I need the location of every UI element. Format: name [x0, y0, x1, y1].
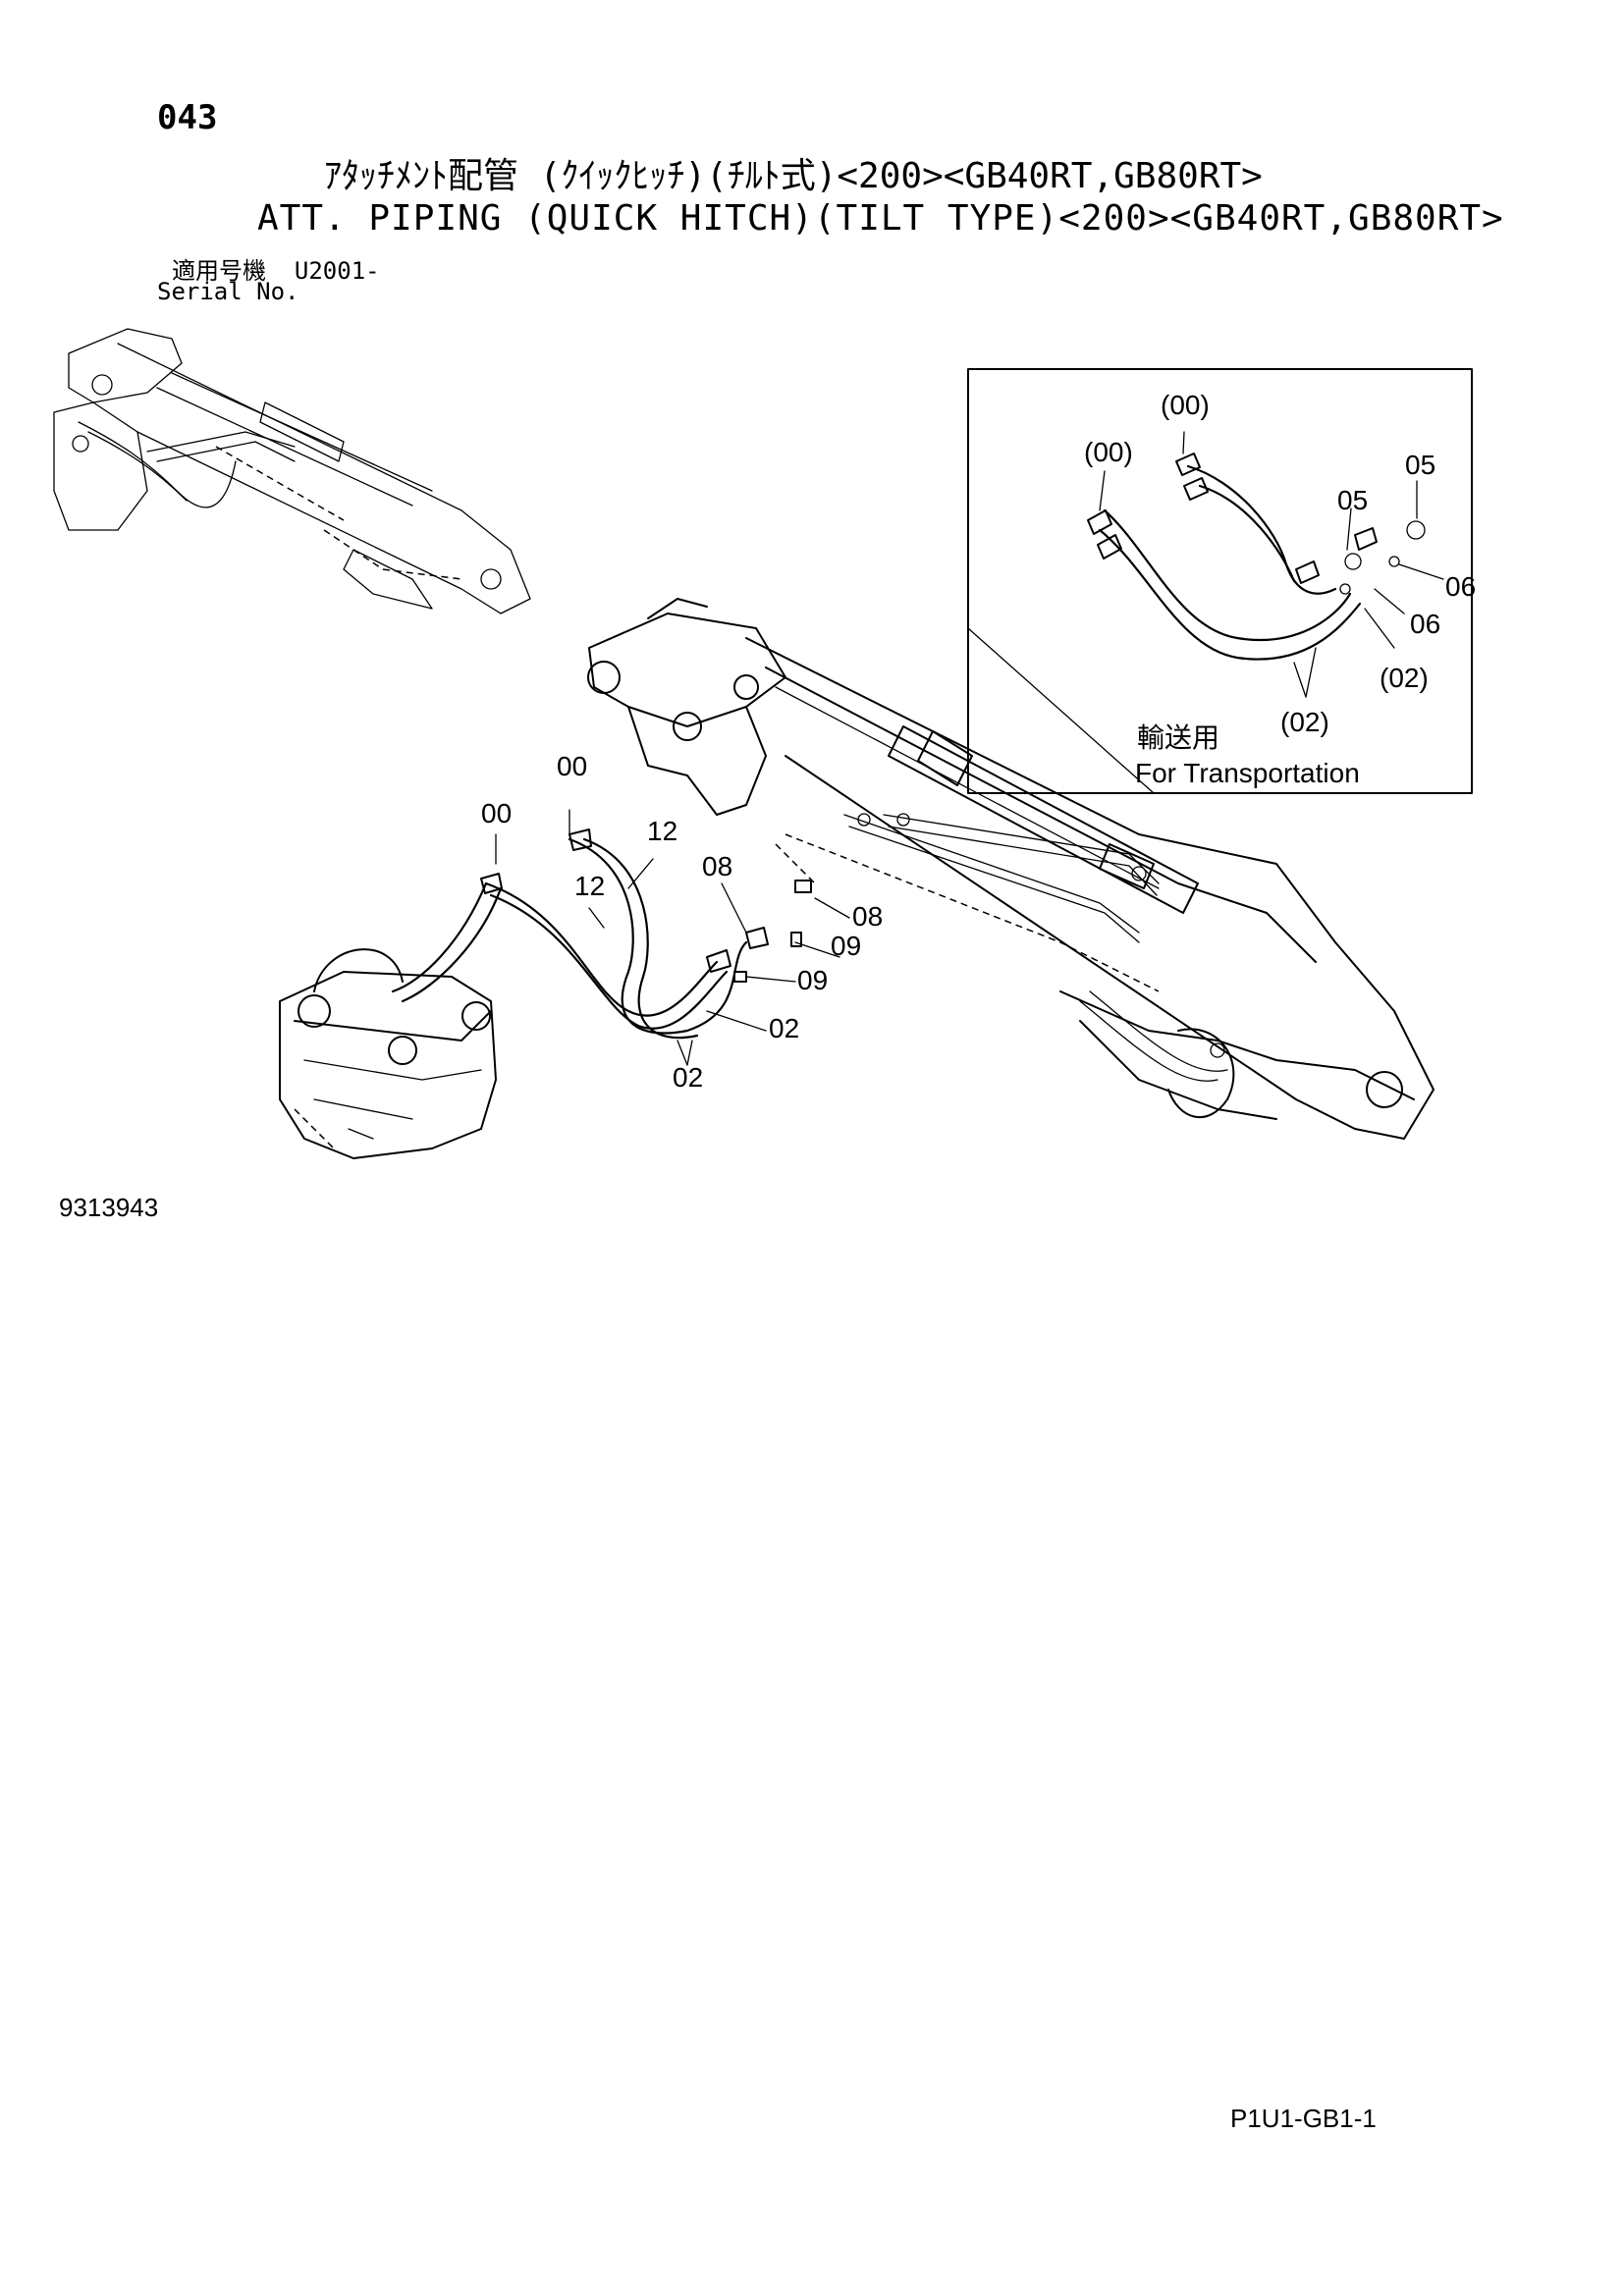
- part-label-00-b: 00: [557, 751, 587, 781]
- part-label-08-b: 08: [852, 901, 883, 932]
- page-number: 043: [157, 98, 218, 137]
- inset-label-00-a: (00): [1084, 437, 1133, 467]
- inset-label-06-a: 06: [1445, 571, 1476, 602]
- inset-label-00-b: (00): [1161, 390, 1210, 420]
- part-label-00-a: 00: [481, 798, 512, 828]
- part-label-12-a: 12: [647, 816, 677, 846]
- part-label-09-a: 09: [831, 931, 861, 961]
- drawing-number: 9313943: [59, 1193, 159, 1222]
- inset-label-05-a: 05: [1337, 485, 1368, 515]
- serial-value: U2001-: [294, 257, 380, 285]
- serial-label-jp: 適用号機: [172, 257, 266, 285]
- quick-hitch-coupler: [279, 948, 497, 1159]
- inset-label-05-b: 05: [1405, 450, 1435, 480]
- hose-assembly: [391, 809, 850, 1066]
- part-label-02-a: 02: [769, 1013, 799, 1043]
- inset-label-06-b: 06: [1410, 609, 1440, 639]
- arm-assembly: [587, 598, 1435, 1140]
- serial-label-english: Serial No.: [157, 278, 299, 305]
- serial-line-japanese: 適用号機 U2001-: [172, 251, 380, 286]
- title-english: ATT. PIPING (QUICK HITCH)(TILT TYPE)<200…: [257, 198, 1504, 239]
- inset-label-02-b: (02): [1280, 707, 1329, 737]
- part-label-02-b: 02: [673, 1062, 703, 1093]
- transport-inset: [967, 368, 1473, 794]
- part-label-08-a: 08: [702, 851, 732, 881]
- inset-label-02-a: (02): [1380, 663, 1429, 693]
- inset-caption-en: For Transportation: [1135, 758, 1360, 788]
- part-label-12-b: 12: [574, 871, 605, 901]
- inset-frame: [967, 368, 1473, 794]
- overview-thumbnail: [53, 328, 531, 614]
- title-japanese: ｱﾀｯﾁﾒﾝﾄ配管 (ｸｲｯｸﾋｯﾁ)(ﾁﾙﾄ式)<200><GB40RT,GB…: [324, 156, 1263, 196]
- page-code: P1U1-GB1-1: [1230, 2104, 1377, 2133]
- part-label-09-b: 09: [797, 965, 828, 995]
- inset-caption-jp: 輸送用: [1137, 721, 1219, 754]
